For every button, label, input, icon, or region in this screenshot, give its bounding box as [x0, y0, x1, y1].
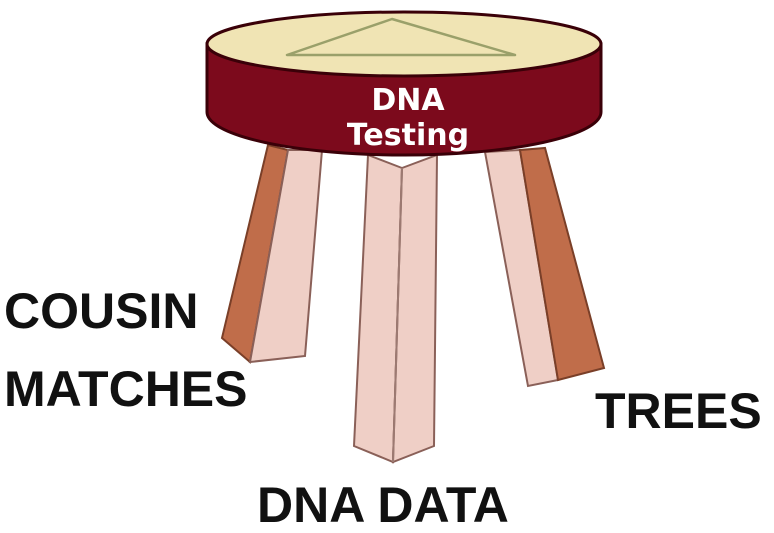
- leg-cousin-matches: [222, 145, 322, 362]
- seat-label-line2: Testing: [347, 118, 469, 153]
- seat-label-line1: DNA: [371, 83, 445, 118]
- label-cousin-line2: MATCHES: [4, 361, 248, 417]
- label-cousin-line1: COUSIN: [4, 283, 198, 339]
- label-dna-data: DNA DATA: [257, 477, 509, 533]
- leg-dna-data: [354, 155, 437, 462]
- leg-trees: [485, 148, 604, 386]
- stool-seat: DNA Testing: [207, 12, 601, 155]
- label-trees: TREES: [595, 383, 762, 439]
